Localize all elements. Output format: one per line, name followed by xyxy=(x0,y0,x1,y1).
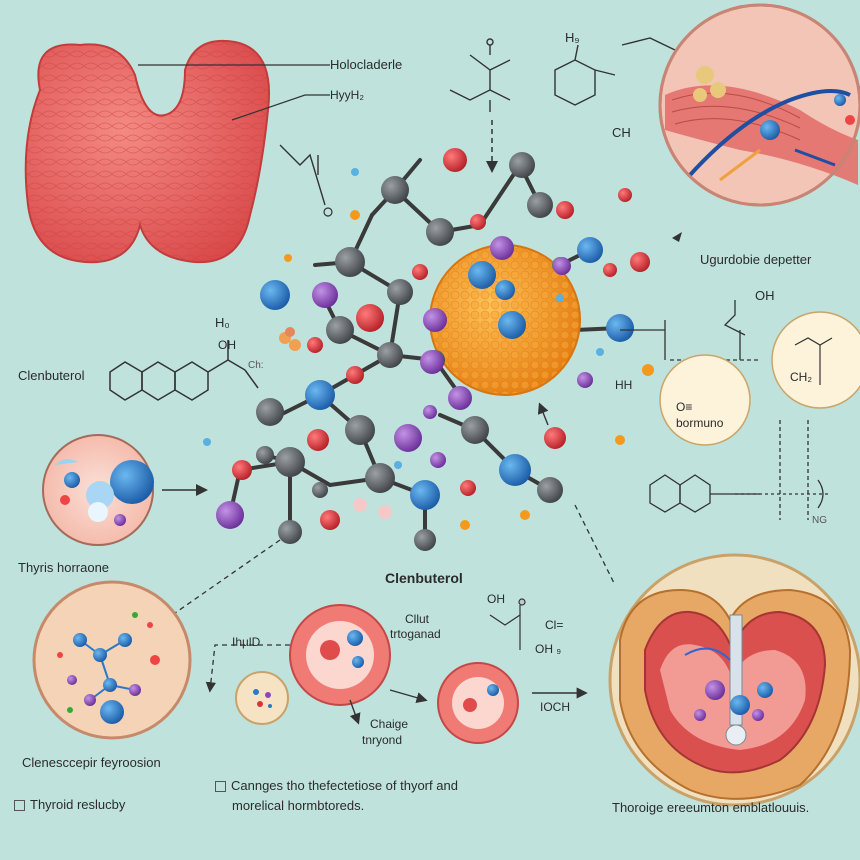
label-ch-ring: CH₂ xyxy=(790,370,812,384)
label-bormuno-o: O≡ xyxy=(676,400,693,414)
label-thyris: Thyris horraone xyxy=(18,560,110,575)
structure-top-1 xyxy=(449,38,511,112)
label-hyy: HyyH₂ xyxy=(330,88,364,102)
checkbox-icon xyxy=(14,800,25,812)
label-h9: H₉ xyxy=(565,30,580,45)
cannges-text-1: Cannges tho thefectetiose of thyorf and xyxy=(231,778,458,793)
thyroid-reduction-text: Thyroid reslucby xyxy=(30,797,126,812)
label-ihd: IhµlD xyxy=(232,635,261,649)
label-holocladerle: Holocladerle xyxy=(330,57,403,72)
label-trogand: trtoganad xyxy=(390,627,441,641)
label-thorioge: Thoroige ereeumton emblatlouuis. xyxy=(612,800,810,815)
bubble-ch xyxy=(771,311,860,409)
small-cell-icon xyxy=(235,671,289,725)
label-cannges-1: Cannges tho thefectetiose of thyorf and xyxy=(215,778,458,793)
red-cell-2 xyxy=(437,662,519,744)
label-clenbuterol-left: Clenbuterol xyxy=(18,368,85,383)
label-oh-s: OH ₉ xyxy=(535,642,562,656)
molecule-atoms xyxy=(203,148,654,551)
label-ch-small: Ch: xyxy=(248,360,264,371)
label-oh-right: OH xyxy=(755,288,775,303)
bubble-bormuno xyxy=(659,354,751,446)
label-oh-left: OH xyxy=(218,338,236,352)
small-molecule-cluster xyxy=(279,327,301,351)
cell-icon xyxy=(42,434,154,546)
label-h0: H₀ xyxy=(215,315,230,330)
label-thryond: tnryond xyxy=(362,733,403,747)
label-cilut: Cllut xyxy=(405,612,430,626)
structure-right-bottom xyxy=(649,420,830,520)
thyroid-gland-icon xyxy=(24,39,270,264)
label-clenescopir: Clenesccepir feyroosion xyxy=(22,755,161,770)
clenbuterol-structure xyxy=(109,340,259,401)
checkbox-icon xyxy=(215,781,226,793)
label-cl-mid: Cl= xyxy=(545,618,564,632)
structure-top-2 xyxy=(554,44,616,106)
red-cell-1 xyxy=(289,604,391,706)
cross-section-icon xyxy=(608,553,860,807)
label-hh: HH xyxy=(615,378,633,392)
label-ch-top: CH xyxy=(612,125,631,140)
structure-right-1 xyxy=(620,300,760,361)
cell-cluster-icon xyxy=(32,580,192,740)
label-clenbuterol-center: Clenbuterol xyxy=(385,570,463,586)
label-upgradable: Ugurdobie depetter xyxy=(700,252,812,267)
label-ng: NG xyxy=(812,515,827,526)
label-oh-mid: OH xyxy=(487,592,505,606)
label-bormuno: bormuno xyxy=(676,416,724,430)
label-chaige: Chaige xyxy=(370,717,409,731)
muscle-icon xyxy=(658,3,860,207)
label-cannges-2: morelical hormbtoreds. xyxy=(232,798,365,813)
label-iooch: IOCH xyxy=(540,700,570,714)
label-thyroid-reduction: Thyroid reslucby xyxy=(14,797,125,812)
